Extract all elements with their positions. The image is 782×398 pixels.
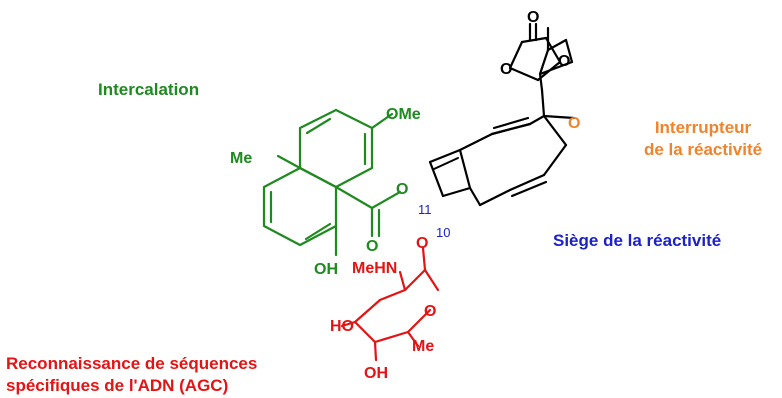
- label-interrupteur-line1: Interrupteur: [654, 118, 752, 137]
- label-intercalation: Intercalation: [98, 80, 200, 99]
- sugar-group: [340, 246, 440, 362]
- locant-c11: 11: [418, 202, 432, 217]
- atom-oh-naph: OH: [314, 261, 338, 278]
- atom-ring-o-sugar: O: [424, 303, 436, 320]
- atom-carbonate-o-left: O: [500, 61, 512, 78]
- atom-carbonyl-o: O: [366, 238, 378, 255]
- atom-epoxide-o: O: [568, 115, 580, 132]
- label-reconnaissance-line1: Reconnaissance de séquences: [6, 354, 258, 373]
- atom-oh-sugar: OH: [364, 365, 388, 382]
- atom-mehn: MeHN: [352, 260, 397, 277]
- enediyne-core: [428, 26, 576, 207]
- atom-carbonate-o-top: O: [527, 9, 539, 26]
- atom-me-naph: Me: [230, 150, 252, 167]
- label-reconnaissance-line2: spécifiques de l'ADN (AGC): [6, 376, 229, 395]
- naphthoate-group: [262, 108, 402, 257]
- atom-me-sugar: Me: [412, 338, 434, 355]
- atom-ho-sugar: HO: [330, 318, 354, 335]
- atom-glyco-o: O: [416, 235, 428, 252]
- core-overlay: [508, 22, 562, 82]
- label-interrupteur-line2: de la réactivité: [643, 140, 763, 159]
- atom-ester-o: O: [396, 181, 408, 198]
- locant-c10: 10: [436, 225, 450, 240]
- atom-carbonate-o-right: O: [558, 53, 570, 70]
- label-siege-reactivite: Siège de la réactivité: [553, 231, 722, 250]
- atom-ome: OMe: [386, 106, 421, 123]
